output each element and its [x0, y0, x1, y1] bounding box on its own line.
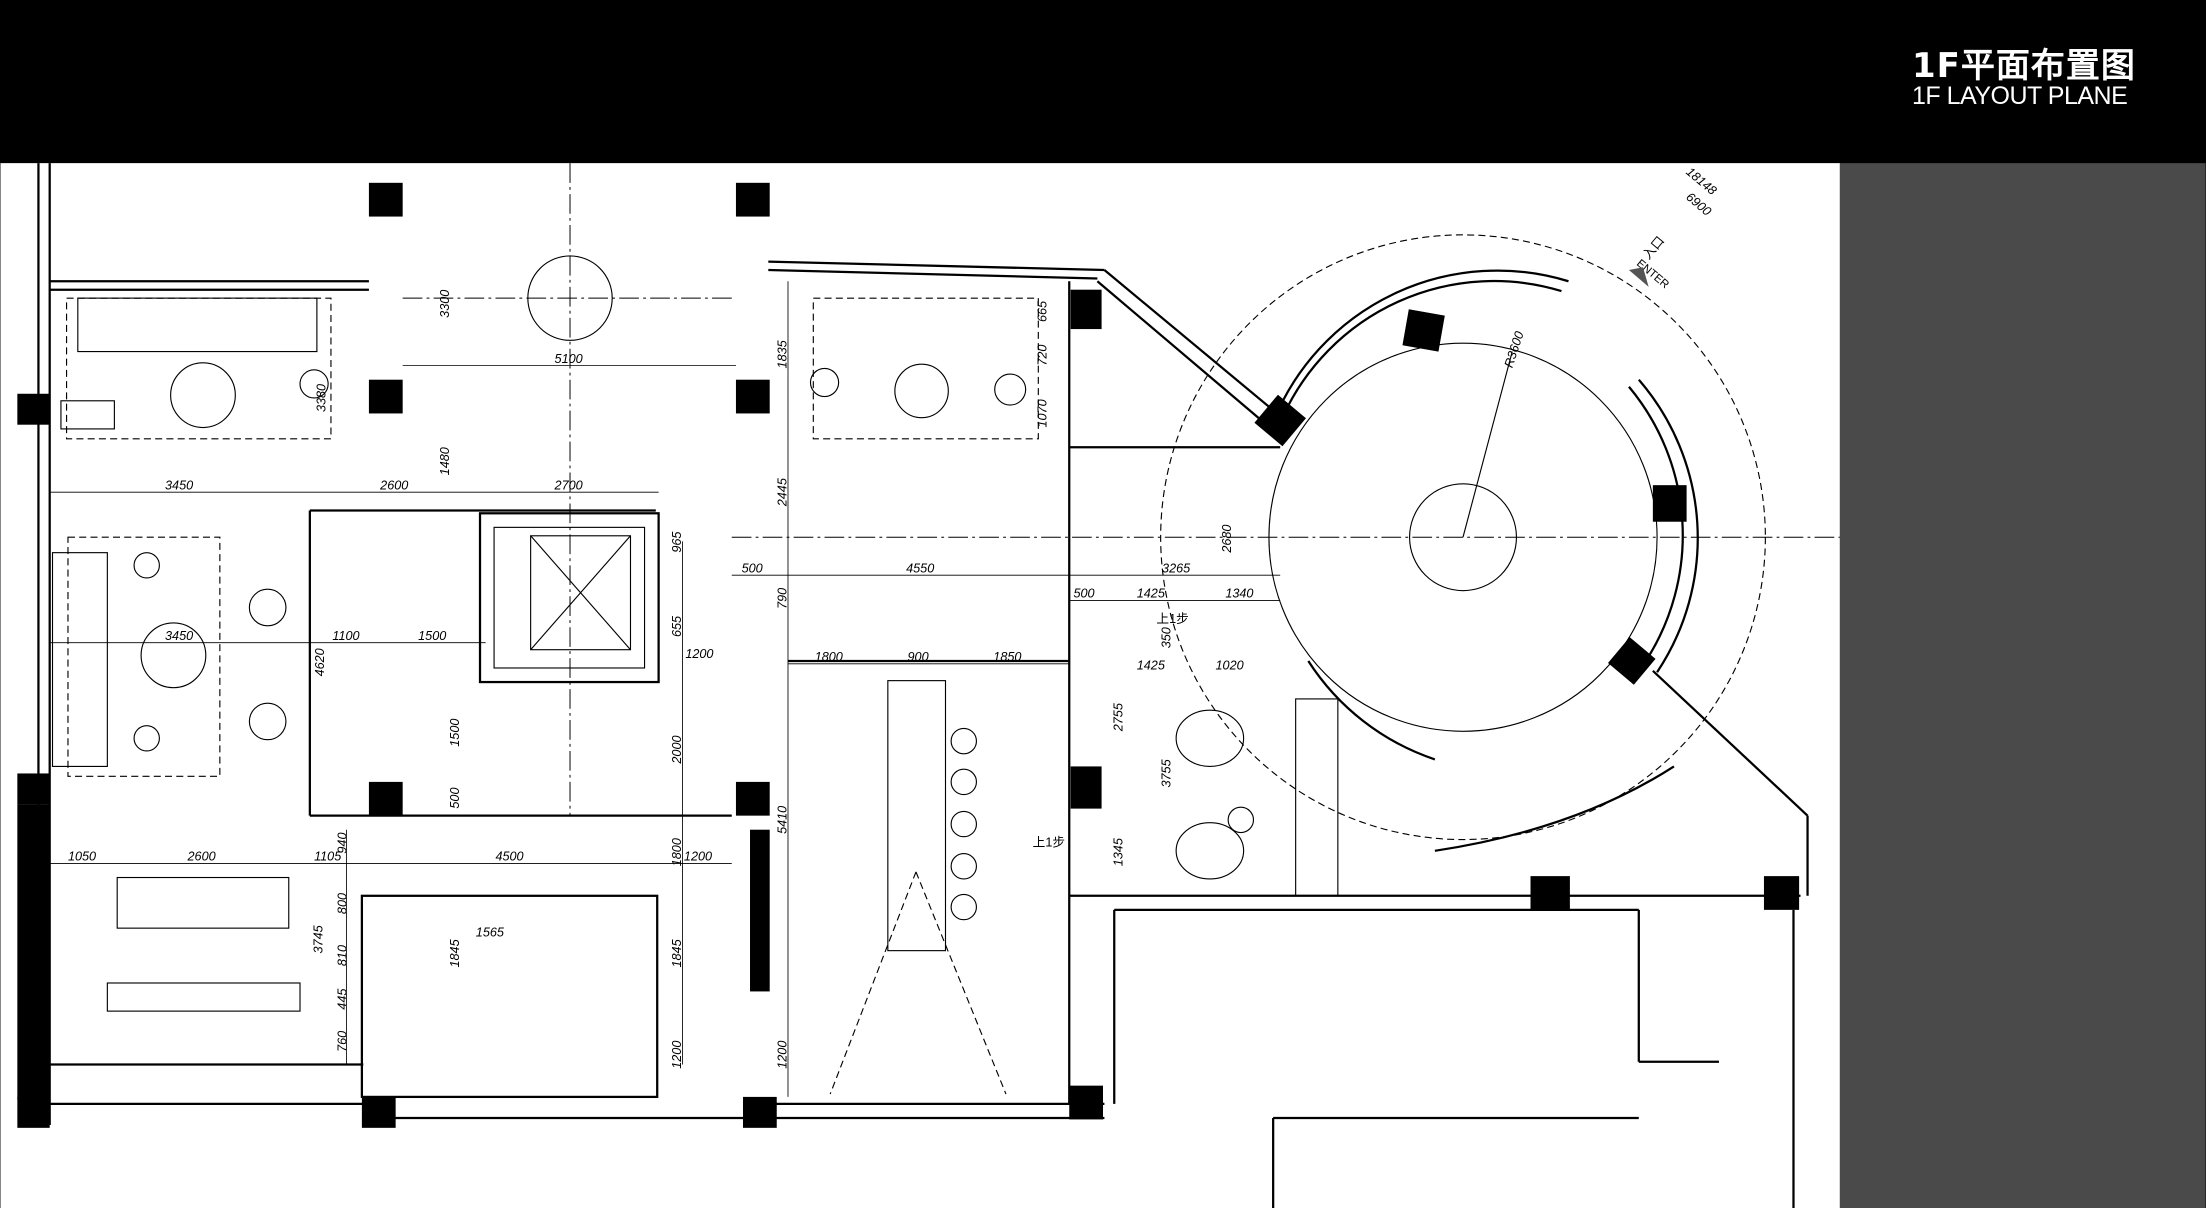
dimension-label: 2600 — [187, 850, 216, 864]
dimension-label: 445 — [335, 988, 349, 1010]
dimension-label: 3380 — [314, 384, 328, 412]
dimension-label: 3745 — [312, 924, 326, 953]
dimension-label: 1565 — [476, 926, 505, 940]
dimension-label: 500 — [1073, 587, 1094, 601]
dimension-label: 1835 — [776, 339, 790, 368]
dimension-label: 800 — [335, 893, 349, 914]
dimension-label: 1345 — [1112, 837, 1126, 866]
dimension-label: 665 — [1036, 300, 1050, 322]
dimension-label: 965 — [670, 531, 684, 553]
centerlines — [402, 163, 1840, 816]
step-up-label: 上1步 — [1156, 612, 1188, 626]
dimension-label: 940 — [335, 833, 349, 854]
dimension-label: 1200 — [776, 1041, 790, 1069]
dimension-label: 500 — [742, 561, 763, 575]
dimension-label: 1845 — [448, 938, 462, 967]
dimension-label: 1425 — [1137, 587, 1166, 601]
drawing-title-en: 1F LAYOUT PLANE — [1912, 82, 2128, 110]
dimension-label: 3450 — [165, 629, 193, 643]
walls — [37, 163, 1809, 1208]
dimension-label: 3300 — [438, 290, 452, 318]
drawing-title-cn: 1F平面布置图 — [1912, 46, 2136, 86]
dimension-label: 2680 — [1220, 525, 1234, 554]
dimension-label: 1100 — [332, 629, 359, 643]
dimension-label: 3450 — [165, 478, 193, 492]
dimension-label: 720 — [1036, 345, 1050, 366]
dimension-label: 1480 — [438, 447, 452, 475]
furniture — [51, 255, 1339, 1095]
dimension-label: 4550 — [906, 561, 934, 575]
dimension-label: 1200 — [684, 850, 712, 864]
dimension-label: 1500 — [418, 629, 446, 643]
dimension-label: 2755 — [1112, 702, 1126, 732]
dimension-label: 1020 — [1216, 658, 1244, 672]
title-bar — [0, 0, 2206, 164]
dimension-label: 1850 — [993, 650, 1021, 664]
dimension-label: 1800 — [815, 650, 843, 664]
dimension-label: 2600 — [379, 478, 408, 492]
dimension-label: 500 — [448, 788, 462, 809]
dimension-label: 4500 — [495, 850, 523, 864]
dimension-label: 1105 — [314, 850, 342, 864]
dimension-label: 2700 — [554, 478, 583, 492]
dimension-label: 1200 — [670, 1041, 684, 1069]
dimension-lines — [49, 281, 1281, 1097]
dimension-label: 1340 — [1225, 587, 1253, 601]
dimension-label: 790 — [776, 588, 790, 609]
dimension-label: 5410 — [776, 806, 790, 834]
plan-sheet — [0, 163, 1840, 1208]
columns — [17, 182, 1800, 1128]
step-up-label: 上1步 — [1033, 836, 1065, 850]
dimension-label: 1845 — [670, 938, 684, 967]
dimension-label: 1050 — [68, 850, 96, 864]
dimension-label: 2000 — [670, 735, 684, 764]
entrance-arrow-icon — [1628, 267, 1649, 287]
dimension-label: 1200 — [685, 647, 713, 661]
dimension-label: 900 — [908, 650, 929, 664]
dimension-label: 1800 — [670, 838, 684, 866]
dimension-label: 1500 — [448, 719, 462, 747]
dimension-label: 2445 — [776, 477, 790, 507]
dimension-labels: 3450 2600 2700 5100 3300 1480 3380 1835 … — [68, 165, 1719, 1069]
dimension-label: 4620 — [313, 648, 327, 676]
dimension-label: 350 — [1160, 627, 1174, 648]
dimension-label: 3755 — [1160, 758, 1174, 787]
dimension-label: 1070 — [1036, 399, 1050, 427]
dimension-label: 5100 — [555, 352, 583, 366]
dimension-label: 760 — [335, 1031, 349, 1052]
dimension-label: 3265 — [1162, 561, 1191, 575]
dimension-label: 1425 — [1137, 658, 1166, 672]
side-panel — [1839, 163, 2206, 1208]
dimension-label: 810 — [335, 945, 349, 966]
dimension-label: 655 — [670, 615, 684, 637]
